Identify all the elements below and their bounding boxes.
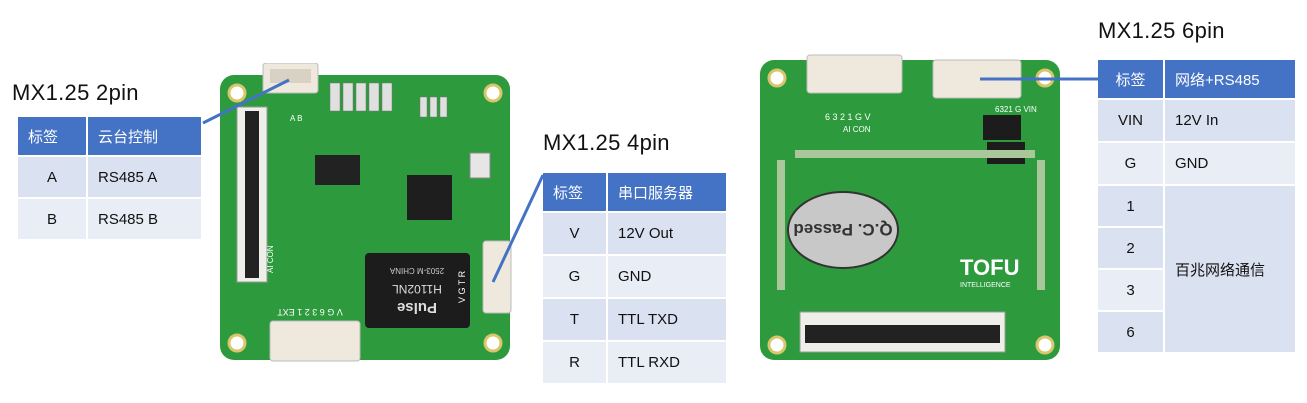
table-header: 标签 <box>1098 60 1165 100</box>
chip-model: H1102NL <box>392 282 442 296</box>
brand-logo: TOFU <box>960 255 1019 280</box>
silk-vgtr: V G T R <box>457 270 467 303</box>
table-cell: 2 <box>1098 228 1165 270</box>
right-table-title: MX1.25 6pin <box>1098 18 1225 43</box>
table-header: 云台控制 <box>88 117 203 157</box>
table-cell: 12V Out <box>608 213 728 256</box>
table-cell: RS485 A <box>88 157 203 199</box>
table-cell: B <box>18 199 88 241</box>
right-pin-table: 标签 网络+RS485 VIN 12V In G GND 1 百兆网络通信 2 … <box>1098 60 1297 354</box>
connector-6pin-a <box>806 54 903 94</box>
mount-hole <box>767 335 787 355</box>
table-cell: 6 <box>1098 312 1165 354</box>
table-header: 网络+RS485 <box>1165 60 1297 100</box>
mount-hole <box>483 333 503 353</box>
merged-cell: 百兆网络通信 <box>1165 186 1297 354</box>
middle-pin-table: 标签 串口服务器 V 12V Out G GND T TTL TXD R TTL… <box>543 173 728 385</box>
table-cell: VIN <box>1098 100 1165 143</box>
table-cell: A <box>18 157 88 199</box>
table-cell: GND <box>608 256 728 299</box>
table-cell: TTL RXD <box>608 342 728 385</box>
left-table-title: MX1.25 2pin <box>12 80 139 105</box>
qc-label: Q.C. Passed <box>793 220 892 239</box>
table-cell: 12V In <box>1165 100 1297 143</box>
mount-hole <box>767 68 787 88</box>
table-cell: G <box>543 256 608 299</box>
table-cell: V <box>543 213 608 256</box>
pulse-transformer <box>365 253 470 328</box>
silk-ab: A B <box>290 114 302 123</box>
table-cell: RS485 B <box>88 199 203 241</box>
table-cell: R <box>543 342 608 385</box>
ic-mcu <box>407 175 452 220</box>
connector-6pin <box>269 320 361 362</box>
brand-sub: INTELLIGENCE <box>960 282 1011 289</box>
silk-pins: 6 3 2 1 G V <box>825 112 871 122</box>
pcb-board-right: 6 3 2 1 G V AI CON 6321 G VIN Q.C. Passe… <box>760 54 1060 360</box>
left-pin-table: 标签 云台控制 A RS485 A B RS485 B <box>18 117 203 241</box>
mount-hole <box>483 83 503 103</box>
mount-hole <box>227 83 247 103</box>
mount-hole <box>227 333 247 353</box>
table-cell: G <box>1098 143 1165 186</box>
pcb-board-left: H1102NL Pulse 2503-M CHINA V G T R V G 6… <box>220 63 512 362</box>
chip-code: 2503-M CHINA <box>389 266 444 275</box>
connector-6pin-b <box>932 59 1022 99</box>
mount-hole <box>1035 68 1055 88</box>
table-header: 串口服务器 <box>608 173 728 213</box>
mount-hole <box>1035 335 1055 355</box>
ic-chip <box>315 155 360 185</box>
silk-aicon: AI CON <box>843 125 871 134</box>
table-header: 标签 <box>18 117 88 157</box>
table-header: 标签 <box>543 173 608 213</box>
table-cell: 3 <box>1098 270 1165 312</box>
table-cell: 1 <box>1098 186 1165 228</box>
table-cell: T <box>543 299 608 342</box>
table-cell: GND <box>1165 143 1297 186</box>
middle-table-title: MX1.25 4pin <box>543 130 670 155</box>
qc-sticker <box>787 191 899 269</box>
silk-vin: 6321 G VIN <box>995 105 1037 114</box>
silk-ext: V G 6 3 2 1 EXT <box>277 307 343 317</box>
silk-aicon: AI CON <box>266 245 275 273</box>
chip-brand: Pulse <box>397 299 437 316</box>
connector-4pin <box>482 240 512 314</box>
table-cell: TTL TXD <box>608 299 728 342</box>
